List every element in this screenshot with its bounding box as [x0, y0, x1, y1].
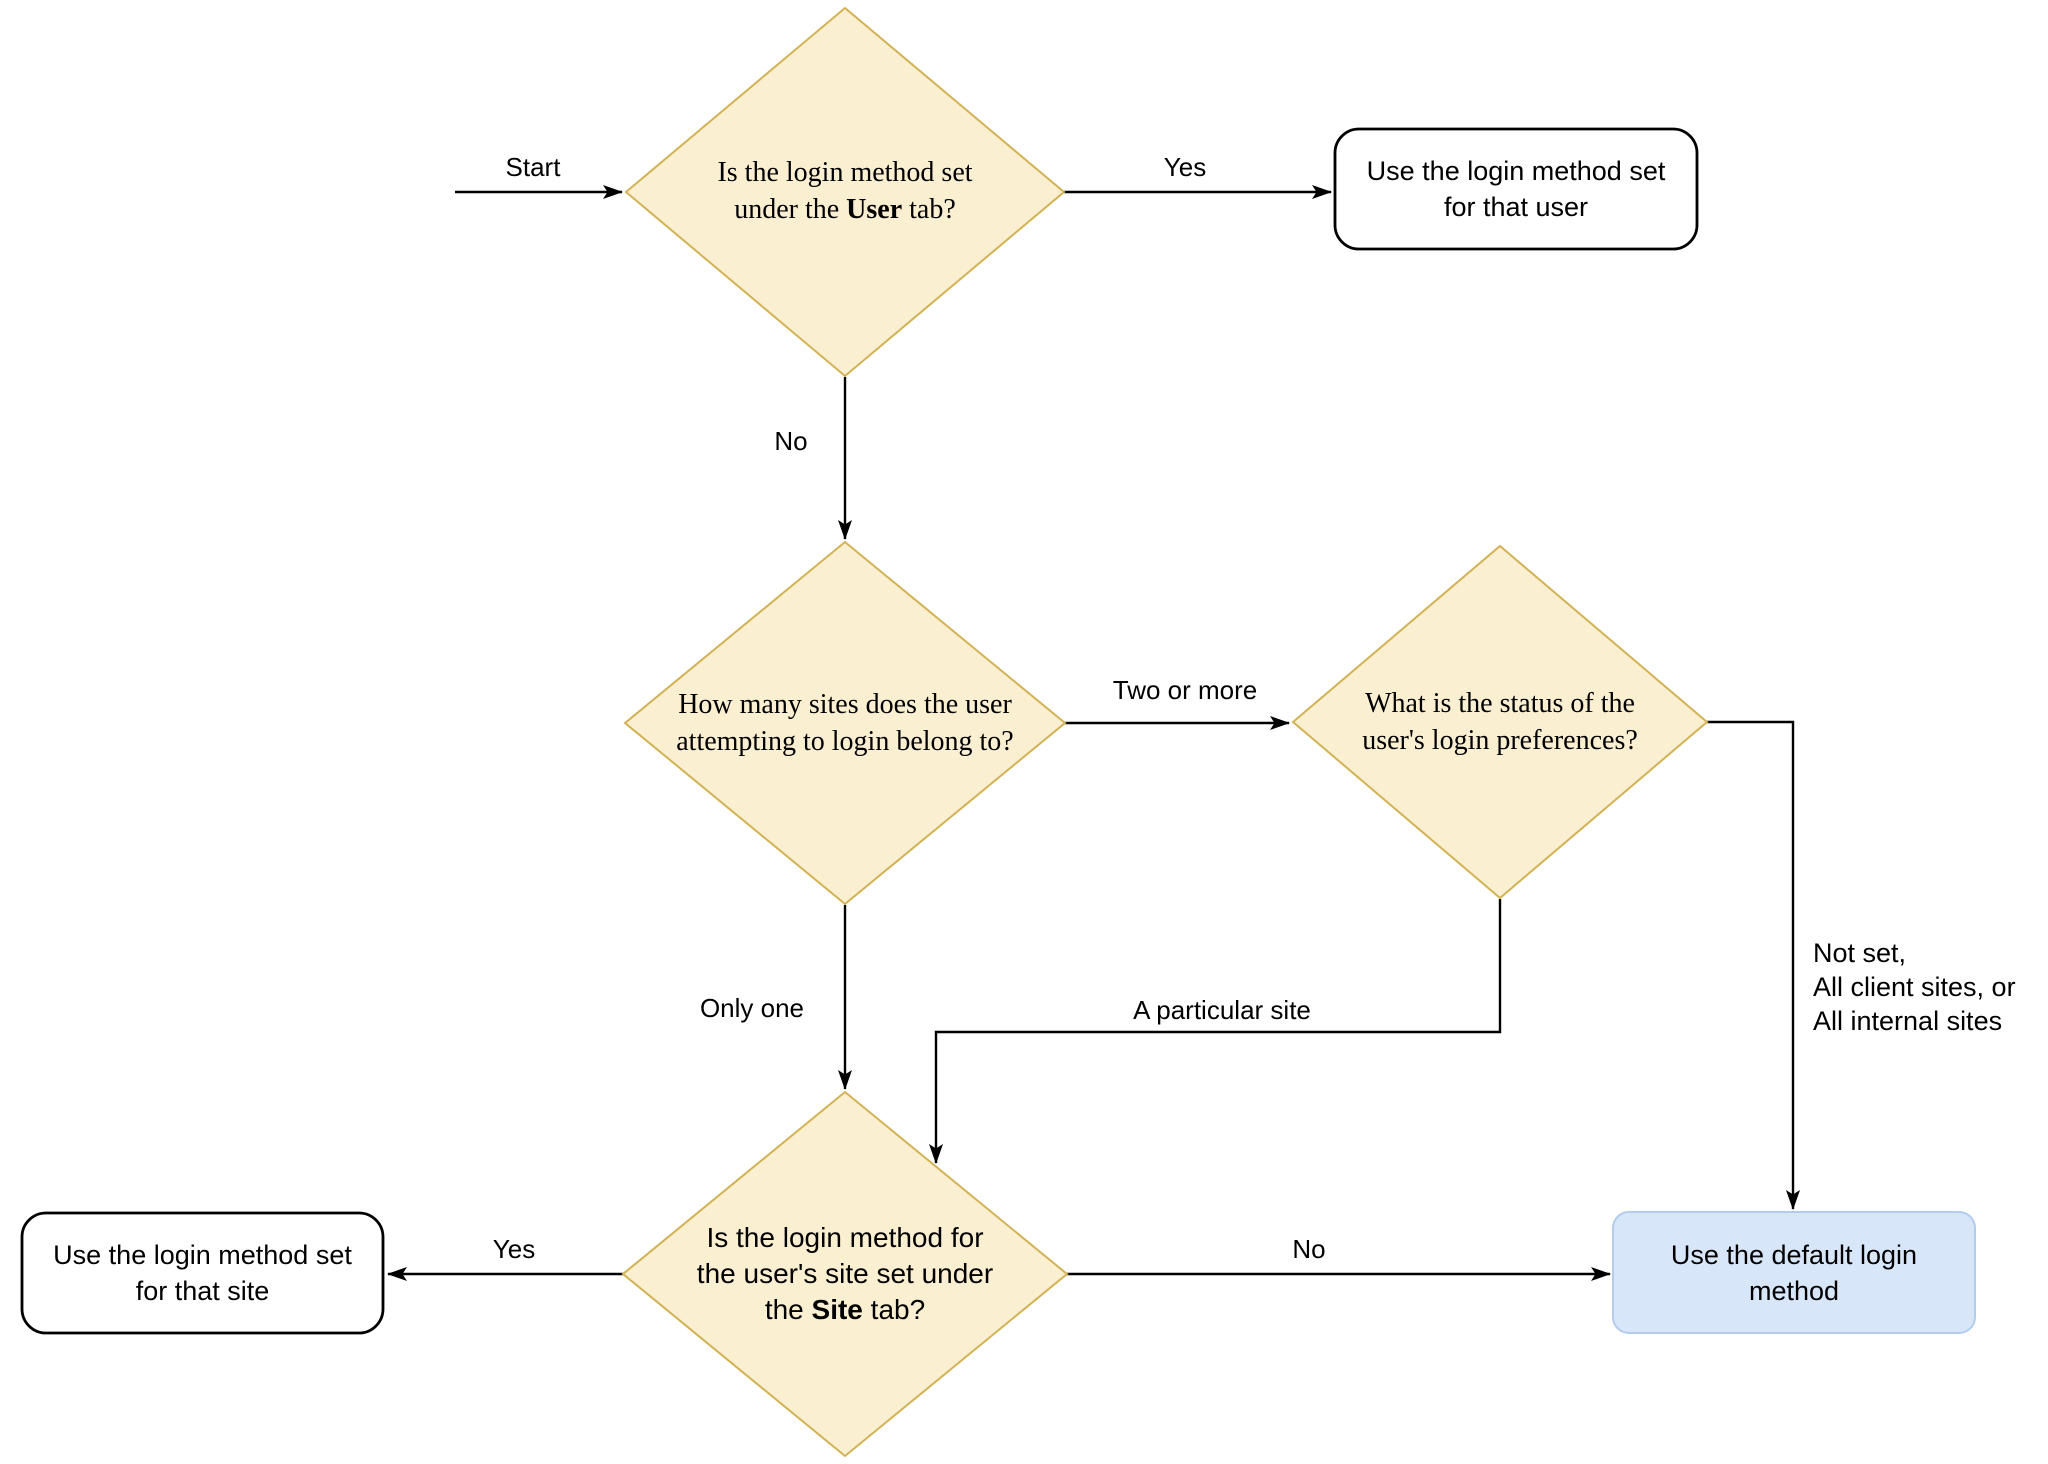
decision-line: How many sites does the user	[678, 689, 1012, 720]
edge-label-yes-top: Yes	[1163, 152, 1207, 182]
edge-not-set-to-default	[1707, 720, 1800, 1210]
decision-user-tab-shape	[624, 6, 1066, 378]
terminal-line: Use the login method set	[1366, 156, 1666, 186]
decision-site-tab-shape	[621, 1090, 1069, 1458]
decision-line: What is the status of the	[1365, 688, 1635, 719]
edge-a-particular-site	[929, 899, 1502, 1164]
terminal-default-method-text: Use the default login method	[1613, 1212, 1975, 1333]
decision-line: the user's site set under	[696, 1258, 994, 1289]
edge-label-no-bottom: No	[1292, 1234, 1326, 1264]
terminal-line: for that site	[135, 1276, 270, 1306]
terminal-site-method-text: Use the login method set for that site	[22, 1213, 383, 1333]
terminal-user-method-text: Use the login method set for that user	[1335, 129, 1697, 249]
decision-site-count-text: How many sites does the user attempting …	[625, 686, 1065, 760]
terminal-line: method	[1748, 1275, 1840, 1306]
decision-site-count-shape	[623, 540, 1067, 906]
terminal-user-method-shape	[1333, 127, 1699, 251]
edge-label-a-particular-site: A particular site	[1133, 995, 1311, 1025]
decision-login-preferences-shape	[1291, 544, 1709, 900]
edge-label-yes-bottom: Yes	[492, 1234, 536, 1264]
edge-label-no-top: No	[774, 426, 808, 456]
decision-site-tab-text: Is the login method for the user's site …	[625, 1220, 1065, 1328]
edge-label-start: Start	[505, 152, 561, 182]
terminal-site-method-shape	[20, 1211, 385, 1335]
decision-line: the Site tab?	[764, 1294, 926, 1325]
terminal-line: Use the default login	[1670, 1239, 1918, 1270]
terminal-line: for that user	[1443, 192, 1589, 222]
decision-line: user's login preferences?	[1362, 725, 1638, 756]
decision-line: Is the login method set	[717, 157, 973, 188]
edge-label-only-one: Only one	[699, 993, 805, 1023]
decision-line: under the User tab?	[734, 194, 956, 225]
edge-label-two-or-more: Two or more	[1112, 675, 1258, 705]
decision-line: Is the login method for	[706, 1222, 984, 1253]
terminal-line: Use the login method set	[53, 1240, 352, 1270]
decision-login-preferences-text: What is the status of the user's login p…	[1300, 685, 1700, 759]
edge-label-not-set: Not set, All client sites, or All intern…	[1813, 938, 2016, 1036]
decision-line: attempting to login belong to?	[676, 726, 1014, 757]
decision-user-tab-text: Is the login method set under the User t…	[625, 154, 1065, 228]
terminal-default-method-shape	[1612, 1211, 1976, 1334]
